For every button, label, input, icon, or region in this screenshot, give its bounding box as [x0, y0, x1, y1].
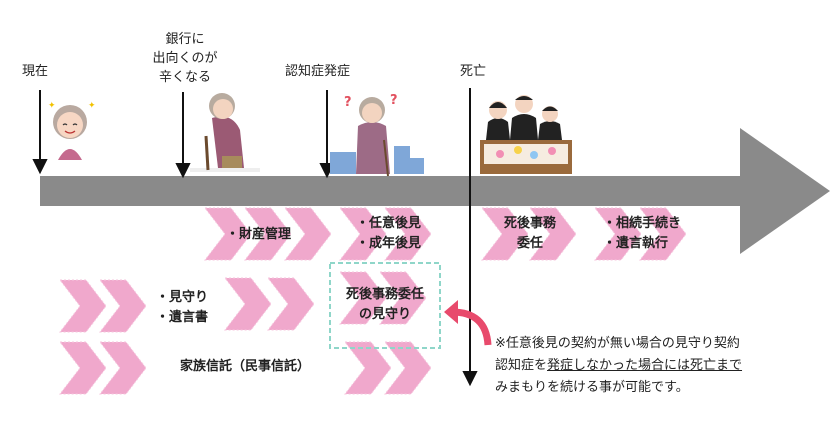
phase-guardian-line2: ・成年後見: [356, 236, 422, 251]
phase-inheritance: ・相続手続き ・遺言執行: [603, 214, 681, 254]
timeline-arrow: [40, 128, 830, 254]
woman-with-cane-illustration: [190, 93, 260, 172]
phase-watch-box: 死後事務委任 の見守り: [330, 285, 440, 325]
note-line2-b: 発症しなかった場合には死亡まで: [547, 358, 743, 373]
note-line2: 認知症を発症しなかった場合には死亡まで: [495, 355, 742, 377]
svg-text:?: ?: [390, 93, 398, 108]
chevron-watch-right: [224, 277, 315, 331]
milestone-dementia: 認知症発症: [285, 64, 351, 79]
phase-posthumous-line1: 死後事務: [503, 216, 556, 231]
phase-guardian: ・任意後見 ・成年後見: [356, 214, 421, 254]
phase-guardian-line1: ・任意後見: [356, 216, 422, 231]
phase-property-mgmt: ・財産管理: [226, 227, 292, 242]
milestone-bank: 銀行に 出向くのが 辛くなる: [135, 30, 235, 87]
phase-trust: 家族信託（民事信託）: [180, 359, 311, 374]
phase-watch-line1: ・見守り: [156, 290, 209, 305]
elderly-woman-illustration: ✦ ✦: [48, 101, 96, 160]
arrow-death: [462, 88, 478, 387]
funeral-family-illustration: [480, 95, 572, 174]
chevron-trust-right: [344, 341, 432, 395]
svg-text:?: ?: [344, 95, 352, 110]
phase-posthumous-line2: 委任: [516, 236, 543, 251]
chevron-watch-left: [59, 279, 147, 333]
watch-box-frame: [329, 262, 441, 349]
milestone-bank-line2: 出向くのが: [152, 51, 218, 66]
svg-text:✦: ✦: [88, 101, 96, 111]
note-line1: ※任意後見の契約が無い場合の見守り契約: [495, 336, 740, 351]
confused-woman-illustration: ? ?: [330, 93, 424, 177]
phase-watch-box-line2: の見守り: [358, 307, 411, 322]
phase-inheritance-line2: ・遺言執行: [603, 236, 669, 251]
phase-watch: ・見守り ・遺言書: [156, 288, 208, 328]
arrow-now: [32, 90, 48, 175]
phase-watch-box-line1: 死後事務委任: [345, 287, 424, 302]
arrow-bank: [175, 92, 191, 179]
milestone-bank-line3: 辛くなる: [158, 70, 211, 85]
phase-posthumous: 死後事務 委任: [495, 214, 565, 254]
svg-text:✦: ✦: [48, 101, 56, 111]
phase-inheritance-line1: ・相続手続き: [603, 216, 682, 231]
note-line3: みまもりを続ける事が可能です。: [495, 380, 689, 395]
chevron-trust-left: [59, 341, 147, 395]
note-line2-a: 認知症を: [495, 358, 548, 373]
milestone-now: 現在: [22, 64, 49, 79]
milestone-bank-line1: 銀行に: [165, 32, 205, 47]
phase-watch-line2: ・遺言書: [156, 310, 209, 325]
milestone-death: 死亡: [460, 64, 487, 79]
pointer-arrow: [444, 300, 492, 346]
note-text: ※任意後見の契約が無い場合の見守り契約 認知症を発症しなかった場合には死亡まで …: [495, 333, 742, 399]
